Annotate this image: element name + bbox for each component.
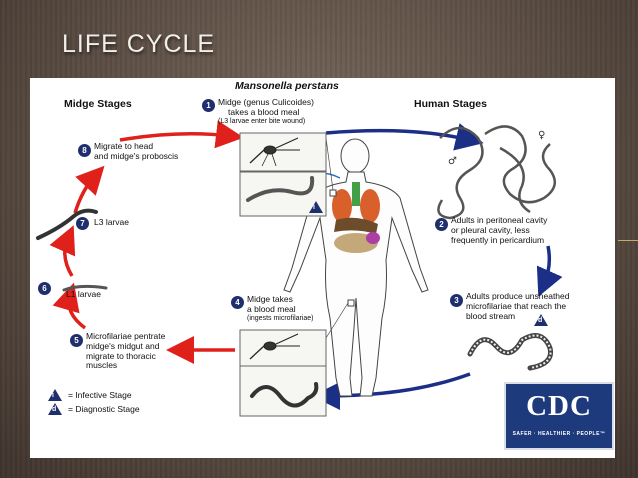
midge-panel-2 <box>239 329 327 367</box>
step-4-label: Midge takes a blood meal (ingests microf… <box>247 294 314 322</box>
l3-larva-left <box>36 208 98 240</box>
svg-text:♂: ♂ <box>448 156 457 167</box>
microfilaria-drawing <box>250 382 319 408</box>
step-6-badge: 6 <box>38 282 51 295</box>
microfilaria-panel <box>239 365 327 417</box>
step-3-label: Adults produce unsheathed microfilariae … <box>466 291 570 321</box>
midge-panel-1 <box>239 132 327 172</box>
diagnostic-stage-marker: d <box>534 314 548 326</box>
midge-icon-2 <box>249 333 300 360</box>
microfilaria-stream <box>467 333 554 371</box>
infective-stage-marker: i <box>309 201 323 213</box>
step-1-badge: 1 <box>202 99 215 112</box>
svg-text:♀: ♀ <box>538 130 545 141</box>
human-organs <box>332 182 380 253</box>
step-4-badge: 4 <box>231 296 244 309</box>
cdc-logo: CDC SAFER · HEALTHIER · PEOPLE™ <box>504 382 614 450</box>
slide-title: LIFE CYCLE <box>62 30 216 58</box>
step-8-label: Migrate to head and midge's proboscis <box>94 141 179 161</box>
step-2-label: Adults in peritoneal cavity or pleural c… <box>451 215 548 245</box>
life-cycle-diagram: ♂ ♀ Mansonella perstans Midge Stages Hum… <box>30 78 615 458</box>
step-2-badge: 2 <box>435 218 448 231</box>
step-6-label: L1 larvae <box>66 289 101 299</box>
legend-diagnostic-label: = Diagnostic Stage <box>68 404 140 414</box>
arrow-7-to-8 <box>73 165 105 214</box>
step-5-label: Microfilariae pentrate midge's midgut an… <box>86 331 166 371</box>
step-3-badge: 3 <box>450 294 463 307</box>
accent-line <box>618 240 638 241</box>
step-7-label: L3 larvae <box>94 217 129 227</box>
bite-site-1 <box>329 189 337 197</box>
arrow-2-to-3 <box>536 245 563 297</box>
legend-infective-icon: i <box>48 389 62 401</box>
l3-larva-drawing <box>246 176 315 202</box>
step-5-badge: 5 <box>70 334 83 347</box>
legend-infective-label: = Infective Stage <box>68 390 132 400</box>
step-7-badge: 7 <box>76 217 89 230</box>
arrow-6-to-7 <box>49 225 76 277</box>
step-1-label: Midge (genus Culicoides) takes a blood m… <box>218 97 314 125</box>
arrow-1-to-2 <box>325 123 484 151</box>
legend-diagnostic-icon: d <box>48 403 62 415</box>
midge-icon <box>249 137 300 167</box>
l1-larva-left <box>62 284 108 292</box>
human-stages-header: Human Stages <box>414 98 487 110</box>
arrow-5-to-6 <box>52 282 87 330</box>
arrow-8-to-1 <box>119 120 244 149</box>
diagram-graphics: ♂ ♀ <box>36 120 563 417</box>
step-8-badge: 8 <box>78 144 91 157</box>
adult-worms <box>437 125 557 220</box>
diagram-title: Mansonella perstans <box>235 80 339 92</box>
midge-stages-header: Midge Stages <box>64 98 132 110</box>
bite-site-2 <box>347 299 355 307</box>
